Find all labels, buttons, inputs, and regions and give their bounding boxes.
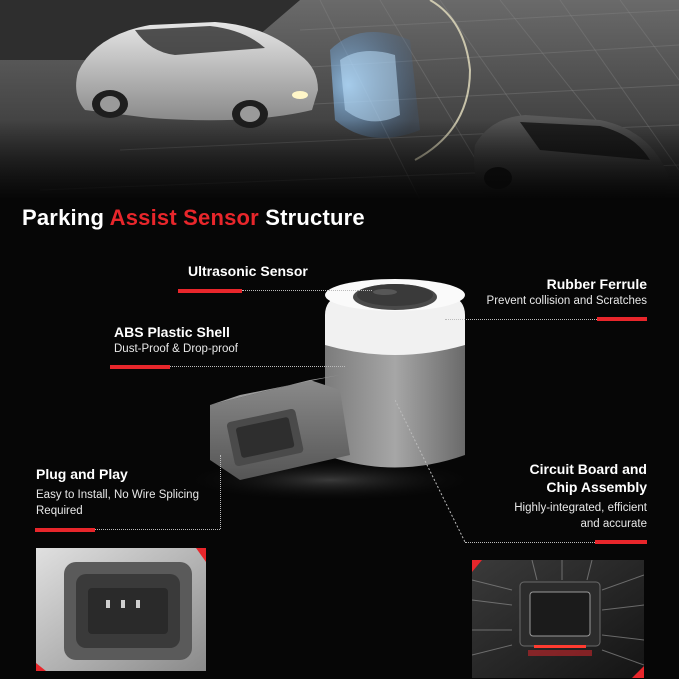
connector-closeup-image	[36, 548, 206, 671]
white-car	[76, 22, 319, 128]
circuit-board-label: Circuit Board and Chip Assembly Highly-i…	[514, 460, 647, 532]
title-part1: Parking	[22, 205, 105, 230]
abs-pointer-line	[170, 366, 345, 367]
parking-scene-image	[0, 0, 679, 200]
circuit-board-heading-line1: Circuit Board and	[529, 461, 647, 477]
rubber-red-bar	[597, 317, 647, 321]
plug-red-bar	[35, 528, 95, 532]
rubber-pointer-line	[445, 319, 597, 320]
abs-shell-description: Dust-Proof & Drop-proof	[114, 343, 238, 355]
circuit-pointer-diagonal	[395, 400, 466, 543]
circuit-board-description-line2: and accurate	[580, 518, 648, 530]
title-part2: Structure	[265, 205, 365, 230]
rubber-ferrule-heading: Rubber Ferrule	[546, 276, 647, 292]
chip-closeup-image	[472, 560, 644, 678]
circuit-board-heading-line2: Chip Assembly	[546, 479, 647, 495]
ultrasonic-pointer-line	[242, 290, 372, 291]
circuit-board-description-line1: Highly-integrated, efficient	[514, 502, 647, 514]
abs-shell-label: ABS Plastic Shell Dust-Proof & Drop-proo…	[114, 323, 238, 357]
ultrasonic-red-bar	[178, 289, 242, 293]
plug-and-play-label: Plug and Play Easy to Install, No Wire S…	[36, 465, 199, 519]
plug-pointer-line	[95, 529, 220, 530]
rubber-ferrule-label: Rubber Ferrule Prevent collision and Scr…	[487, 275, 647, 309]
circuit-red-bar	[595, 540, 647, 544]
circuit-pointer-line	[465, 542, 595, 543]
plug-and-play-description-line2: Required	[36, 505, 83, 517]
ultrasonic-sensor-label: Ultrasonic Sensor	[188, 262, 308, 280]
rubber-ferrule-description: Prevent collision and Scratches	[486, 295, 647, 307]
plug-and-play-description-line1: Easy to Install, No Wire Splicing	[36, 489, 199, 501]
ultrasonic-sensor-heading: Ultrasonic Sensor	[188, 263, 308, 279]
abs-red-bar	[110, 365, 170, 369]
parking-sensor-image	[180, 279, 480, 502]
page-title: Parking Assist Sensor Structure	[22, 205, 365, 231]
plug-pointer-vertical	[220, 455, 221, 529]
abs-shell-heading: ABS Plastic Shell	[114, 324, 230, 340]
plug-and-play-heading: Plug and Play	[36, 466, 128, 482]
title-accent: Assist Sensor	[109, 205, 259, 230]
